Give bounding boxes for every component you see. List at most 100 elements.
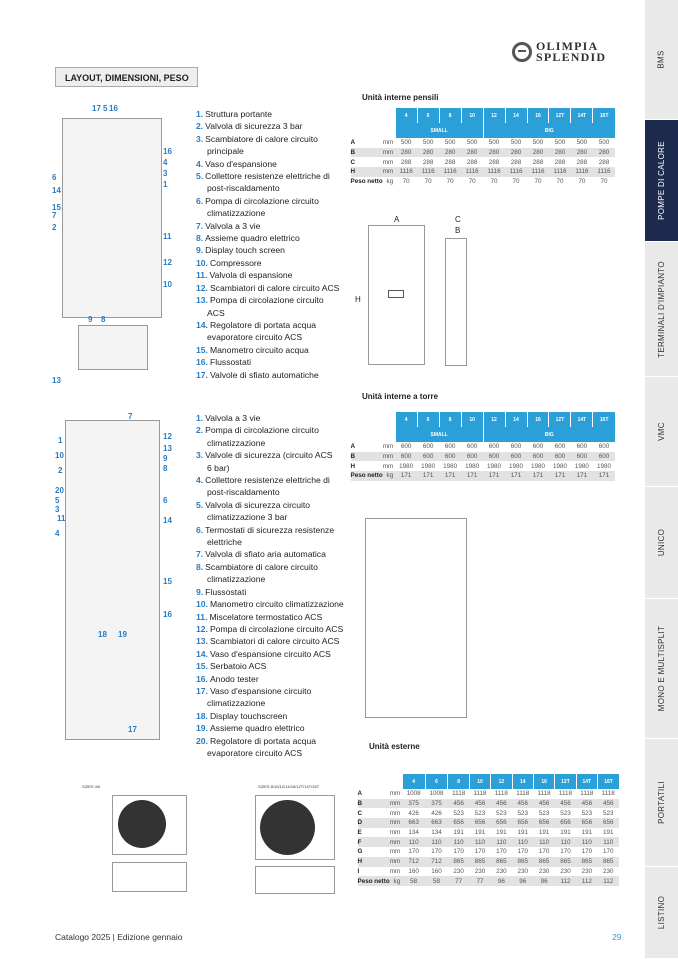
row-unit: kg xyxy=(386,178,394,186)
cell-value: 170 xyxy=(453,848,464,856)
cell-value: 865 xyxy=(469,856,491,867)
item-text: Pompa di circolazione circuito xyxy=(205,425,319,436)
size-header: 4 xyxy=(401,774,426,789)
callout-number: 11 xyxy=(163,232,172,241)
callout-number: 17 xyxy=(92,104,101,113)
sidebar-tab[interactable]: MONO E MULTISPLIT xyxy=(645,599,678,739)
callout-number: 20 xyxy=(55,486,64,495)
table-title: Unità interne a torre xyxy=(362,392,439,401)
cell-value: 500 xyxy=(488,139,500,147)
item-text: Valvola di sfiato aria automatica xyxy=(205,549,326,560)
sidebar-tab[interactable]: LISTINO xyxy=(645,867,678,959)
cell-value: 230 xyxy=(560,867,571,875)
cell-value: 1118 xyxy=(473,790,487,798)
item-number: 12. xyxy=(196,282,208,293)
row-unit: mm xyxy=(382,158,394,166)
cell-value: 280 xyxy=(570,147,593,158)
item-number: 1. xyxy=(196,413,204,423)
sidebar-tab[interactable]: PORTATILI xyxy=(645,739,678,867)
cell-value: 230 xyxy=(581,867,593,875)
cell-value: 70 xyxy=(534,178,542,186)
cell-value: 280 xyxy=(439,147,462,158)
cell-value: 1980 xyxy=(574,462,589,470)
item-number: 14. xyxy=(196,648,208,659)
fan-icon xyxy=(118,800,166,848)
blank xyxy=(349,108,383,123)
sidebar-tab[interactable]: POMPE DI CALORE xyxy=(645,120,678,242)
cell-value: 288 xyxy=(510,158,522,166)
cell-value: 288 xyxy=(576,158,588,166)
sidebar-tab[interactable]: BMS xyxy=(645,0,678,120)
list-item: climatizzazione 3 bar xyxy=(196,511,346,523)
dim-label-b: B xyxy=(455,226,461,235)
cell-value: 230 xyxy=(453,867,464,875)
item-text: Valvola a 3 vie xyxy=(205,413,261,423)
cell-value: 230 xyxy=(602,867,614,875)
outdoor-big-label: SIZES 8/10/12/14/16/12T/14T/16T xyxy=(258,784,320,789)
cell-value: 600 xyxy=(598,443,610,451)
cell-value: 456 xyxy=(490,798,513,809)
cell-value: 600 xyxy=(505,451,528,462)
size-header: 12 xyxy=(482,108,506,123)
cell-value: 600 xyxy=(422,443,434,451)
tower-unit-side-drawing xyxy=(415,518,467,718)
cell-value: 110 xyxy=(512,837,534,848)
cell-value: 1118 xyxy=(452,790,466,798)
wall-unit-display-diagram xyxy=(78,325,148,370)
callout-number: 15 xyxy=(52,203,61,212)
cell-value: 96 xyxy=(533,876,555,886)
footer-catalog: Catalogo 2025 | Edizione gennaio xyxy=(55,932,183,942)
callout-number: 7 xyxy=(52,211,57,220)
list-item: 10.Compressore xyxy=(196,257,346,269)
list-item: climatizzazione xyxy=(196,573,346,585)
cell-value: 656 xyxy=(469,818,491,828)
list-item: 7.Valvola di sfiato aria automatica xyxy=(196,548,346,560)
row-unit: mm xyxy=(382,443,394,451)
size-header: 6 xyxy=(424,774,448,789)
row-label: Peso netto xyxy=(357,876,390,886)
wall-unit-front-drawing xyxy=(368,225,425,365)
callout-number: 2 xyxy=(52,223,57,232)
cell-value: 600 xyxy=(548,451,571,462)
cell-value: 500 xyxy=(598,139,610,147)
callout-number: 5 xyxy=(103,104,108,113)
sidebar-tab[interactable]: VMC xyxy=(645,377,678,487)
cell-value: 656 xyxy=(533,818,555,828)
cell-value: 288 xyxy=(554,158,566,166)
cell-value: 110 xyxy=(402,837,426,848)
cell-value: 280 xyxy=(461,147,484,158)
cell-value: 58 xyxy=(425,876,448,886)
item-text: elettriche xyxy=(207,537,242,548)
cell-value: 865 xyxy=(554,856,577,867)
row-label: A xyxy=(350,443,356,451)
cell-value: 170 xyxy=(538,848,550,856)
list-item: post-riscaldamento xyxy=(196,486,346,498)
cell-value: 171 xyxy=(395,471,418,481)
cell-value: 280 xyxy=(505,147,528,158)
tower-unit-diagram xyxy=(65,420,160,740)
size-header: 16T xyxy=(592,108,615,123)
list-item: climatizzazione xyxy=(196,207,346,219)
cell-value: 110 xyxy=(597,837,619,848)
item-text: ACS xyxy=(207,307,225,318)
callout-number: 1 xyxy=(58,436,63,445)
cell-value: 1116 xyxy=(395,167,418,177)
row-unit: mm xyxy=(389,829,401,837)
sidebar-tab[interactable]: UNICO xyxy=(645,487,678,599)
list-item: 19.Assieme quadro elettrico xyxy=(196,722,346,734)
sidebar-tab[interactable]: TERMINALI D'IMPIANTO xyxy=(645,242,678,377)
brand-line1: OLIMPIA xyxy=(536,39,599,53)
item-number: 3. xyxy=(196,133,204,144)
cell-value: 865 xyxy=(576,856,598,867)
cell-value: 1118 xyxy=(601,790,615,798)
size-header: 6 xyxy=(416,108,440,123)
cell-value: 600 xyxy=(570,451,593,462)
item-number: 6. xyxy=(196,195,204,206)
callout-number: 11 xyxy=(57,514,66,523)
cell-value: 1980 xyxy=(596,462,611,470)
sidebar-tab-label: BMS xyxy=(657,50,666,69)
cell-value: 170 xyxy=(602,848,614,856)
